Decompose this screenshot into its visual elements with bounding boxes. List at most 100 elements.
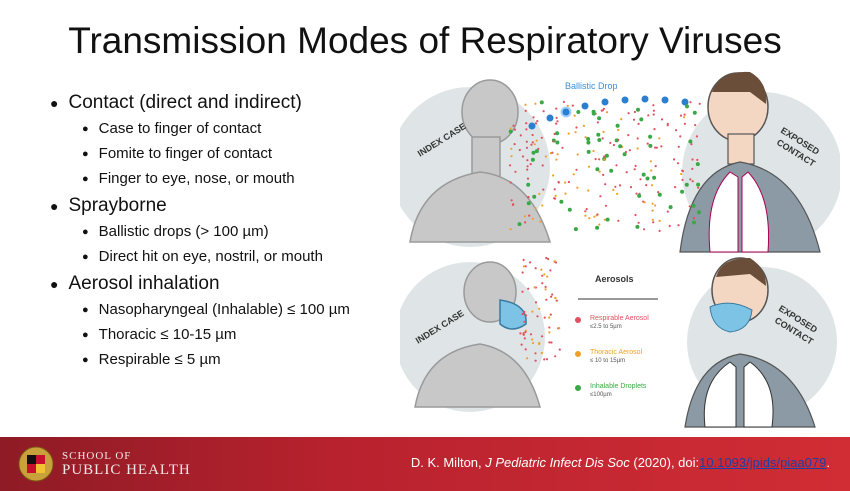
droplet	[651, 209, 654, 212]
droplet	[533, 286, 536, 289]
droplet	[525, 122, 528, 125]
droplet	[549, 269, 552, 272]
droplet	[652, 175, 657, 180]
droplet	[524, 109, 527, 112]
droplet	[526, 159, 529, 162]
droplet	[555, 107, 558, 110]
droplet	[696, 158, 699, 161]
droplet	[552, 140, 555, 143]
droplet	[519, 332, 522, 335]
droplet	[536, 315, 539, 318]
droplet	[520, 343, 523, 346]
inhalable-legend-marker	[575, 385, 581, 391]
droplet	[521, 313, 524, 316]
sub-bullet: ●Respirable ≤ 5 µm	[82, 351, 410, 368]
droplet	[651, 218, 654, 221]
droplet	[657, 192, 662, 197]
droplet	[674, 186, 677, 189]
droplet	[653, 128, 656, 131]
droplet	[636, 137, 639, 140]
droplet	[522, 332, 525, 335]
droplet	[540, 136, 543, 139]
droplet	[652, 109, 655, 112]
droplet	[530, 143, 533, 146]
droplet	[576, 153, 579, 156]
droplet	[543, 273, 546, 276]
droplet	[584, 214, 587, 217]
droplet	[691, 180, 694, 183]
droplet	[510, 147, 513, 150]
droplet	[617, 138, 620, 141]
droplet	[538, 342, 541, 346]
droplet	[677, 145, 680, 148]
droplet	[598, 223, 601, 226]
droplet	[552, 174, 555, 177]
droplet	[679, 135, 682, 138]
sub-bullet: ●Thoracic ≤ 10-15 µm	[82, 326, 410, 343]
bullet-label: Contact (direct and indirect)	[68, 92, 302, 113]
droplet	[586, 149, 591, 154]
droplet	[553, 188, 556, 191]
droplet	[523, 337, 526, 340]
droplet	[576, 186, 579, 189]
droplet	[654, 165, 657, 168]
droplet	[592, 149, 595, 153]
droplet	[564, 181, 567, 184]
droplet	[603, 155, 606, 158]
droplet	[604, 204, 608, 207]
droplet	[596, 121, 599, 124]
droplet	[532, 194, 537, 199]
droplet	[605, 111, 609, 114]
droplet	[691, 158, 694, 161]
cite-rest: (2020), doi:	[629, 455, 700, 470]
droplet	[658, 137, 661, 140]
bullet-sprayborne: ●Sprayborne	[50, 195, 410, 217]
droplet	[529, 163, 532, 166]
droplet	[531, 217, 534, 220]
sub-bullet-label: Thoracic ≤ 10-15 µm	[98, 326, 237, 343]
droplet	[677, 224, 680, 227]
school-line-2: PUBLIC HEALTH	[62, 462, 191, 478]
droplet	[637, 193, 642, 198]
droplet	[614, 185, 617, 188]
droplet	[524, 330, 527, 334]
droplet	[508, 164, 512, 167]
droplet	[573, 114, 576, 117]
droplet	[633, 110, 636, 114]
droplet	[541, 204, 544, 207]
droplet	[548, 326, 551, 329]
droplet	[542, 110, 545, 113]
droplet	[648, 143, 653, 148]
droplet	[544, 155, 547, 158]
droplet	[652, 221, 655, 224]
droplet	[617, 219, 620, 222]
droplet	[654, 204, 657, 207]
droplet	[572, 173, 575, 176]
droplet	[601, 137, 604, 140]
droplet	[689, 101, 692, 104]
droplet	[524, 265, 527, 268]
droplet	[548, 331, 551, 334]
droplet	[641, 172, 646, 177]
droplet	[668, 205, 673, 210]
droplet	[645, 184, 648, 187]
droplet	[555, 122, 558, 125]
droplet	[603, 158, 606, 161]
droplet	[696, 182, 701, 187]
droplet	[680, 189, 685, 194]
droplet	[596, 213, 599, 216]
droplet	[680, 172, 683, 176]
droplet	[531, 338, 534, 341]
droplet	[597, 116, 602, 121]
droplet	[518, 148, 521, 152]
droplet	[683, 122, 686, 125]
doi-link[interactable]: 10.1093/jpids/piaa079	[699, 455, 827, 470]
droplet	[531, 150, 536, 155]
droplet	[541, 164, 544, 167]
droplet	[531, 310, 534, 313]
droplet	[556, 120, 559, 123]
bullet-dot-icon: ●	[82, 172, 89, 185]
droplet	[513, 143, 516, 146]
droplet	[609, 141, 612, 144]
droplet	[567, 132, 570, 135]
